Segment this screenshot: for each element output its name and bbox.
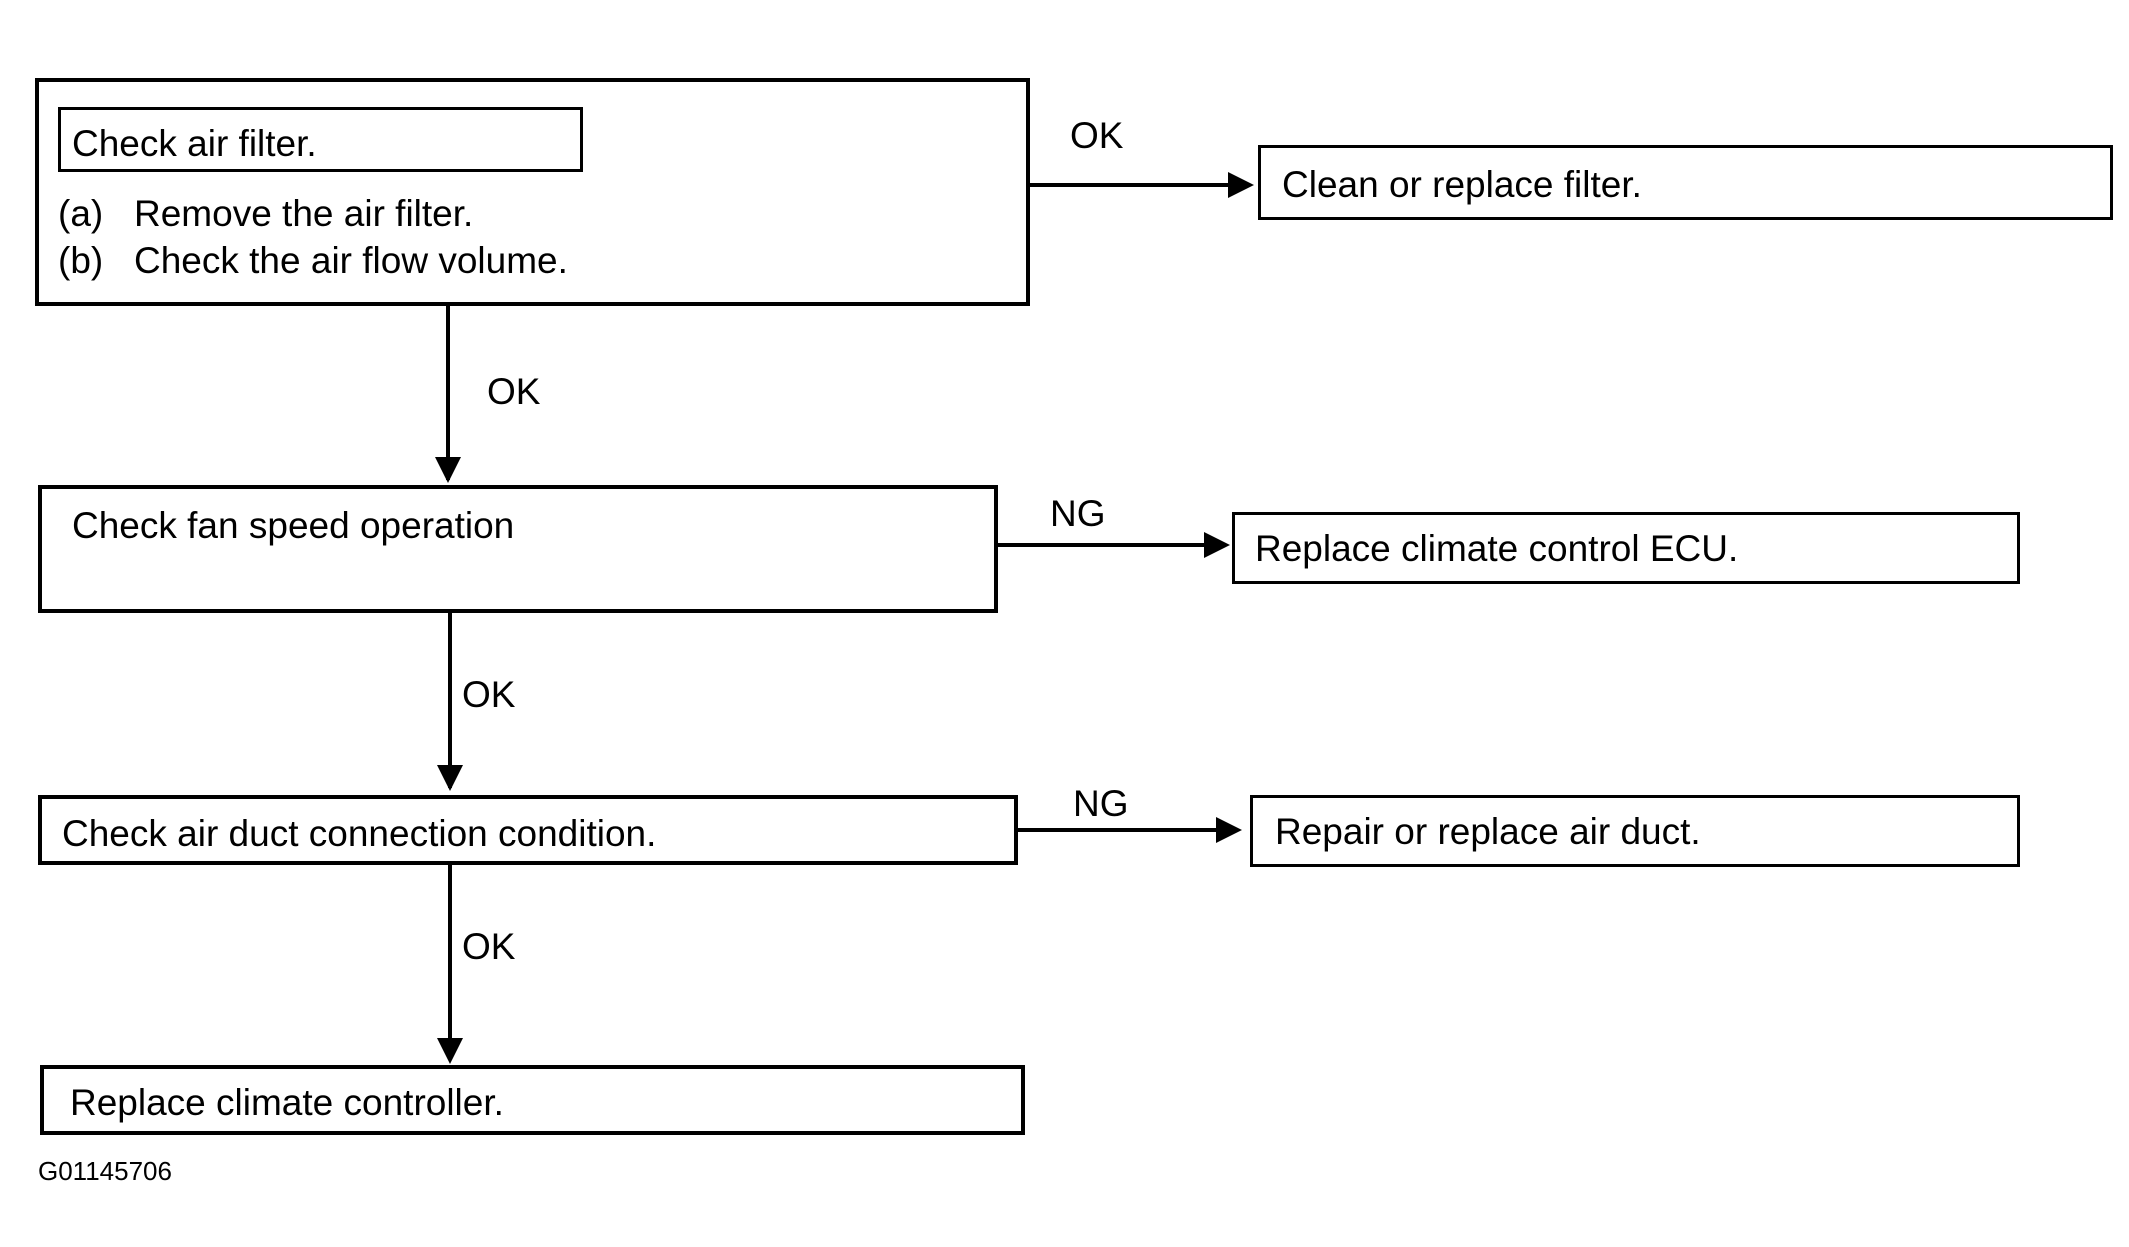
node-check-air-filter-title: Check air filter. <box>72 123 317 164</box>
node-clean-or-replace-filter-title: Clean or replace filter. <box>1282 164 1642 205</box>
node-check-fan-speed-operation-title: Check fan speed operation <box>72 505 515 546</box>
edge-ok-filter-line <box>1030 183 1230 187</box>
step-item-a: (a) Remove the air filter. <box>58 190 568 237</box>
edge-label-ok-controller: OK <box>462 926 516 967</box>
edge-ng-duct-line <box>1018 828 1218 832</box>
node-replace-climate-controller-title: Replace climate controller. <box>70 1082 504 1123</box>
step-text-a: Remove the air filter. <box>134 193 474 234</box>
edge-label-ok-filter: OK <box>1070 115 1124 156</box>
node-repair-or-replace-air-duct-title: Repair or replace air duct. <box>1275 811 1701 852</box>
figure-code: G01145706 <box>38 1156 172 1186</box>
step-label-a: (a) <box>58 193 104 234</box>
node-check-air-filter-title-box <box>58 107 583 172</box>
edge-ok-duct-line <box>448 613 452 788</box>
node-check-air-filter-steps: (a) Remove the air filter. (b) Check the a… <box>58 190 568 285</box>
node-repair-or-replace-air-duct <box>1250 795 2020 867</box>
node-clean-or-replace-filter <box>1258 145 2113 220</box>
node-replace-climate-control-ecu-title: Replace climate control ECU. <box>1255 528 1739 569</box>
edge-ng-ecu-line <box>998 543 1206 547</box>
edge-ok-filter-arrowhead <box>1228 172 1254 198</box>
edge-ok-controller-line <box>448 865 452 1040</box>
edge-ng-duct-arrowhead <box>1216 817 1242 843</box>
node-check-fan-speed-operation <box>38 485 998 613</box>
edge-ok-fan-line <box>446 306 450 480</box>
edge-ok-duct-arrowhead <box>437 765 463 791</box>
edge-ok-controller-arrowhead <box>437 1038 463 1064</box>
edge-label-ng-duct: NG <box>1073 783 1129 824</box>
node-check-air-duct-connection-title: Check air duct connection condition. <box>62 813 657 854</box>
step-label-b: (b) <box>58 240 104 282</box>
step-text-b: Check the air flow volume. <box>134 240 568 282</box>
node-check-air-duct-connection <box>38 795 1018 865</box>
edge-ok-fan-arrowhead <box>435 457 461 483</box>
node-replace-climate-control-ecu <box>1232 512 2020 584</box>
edge-label-ok-duct: OK <box>462 674 516 715</box>
node-replace-climate-controller <box>40 1065 1025 1135</box>
edge-label-ok-fan: OK <box>487 371 541 412</box>
edge-label-ng-ecu: NG <box>1050 493 1106 534</box>
edge-ng-ecu-arrowhead <box>1204 532 1230 558</box>
step-item-b: (b) Check the air flow volume. <box>58 237 568 284</box>
